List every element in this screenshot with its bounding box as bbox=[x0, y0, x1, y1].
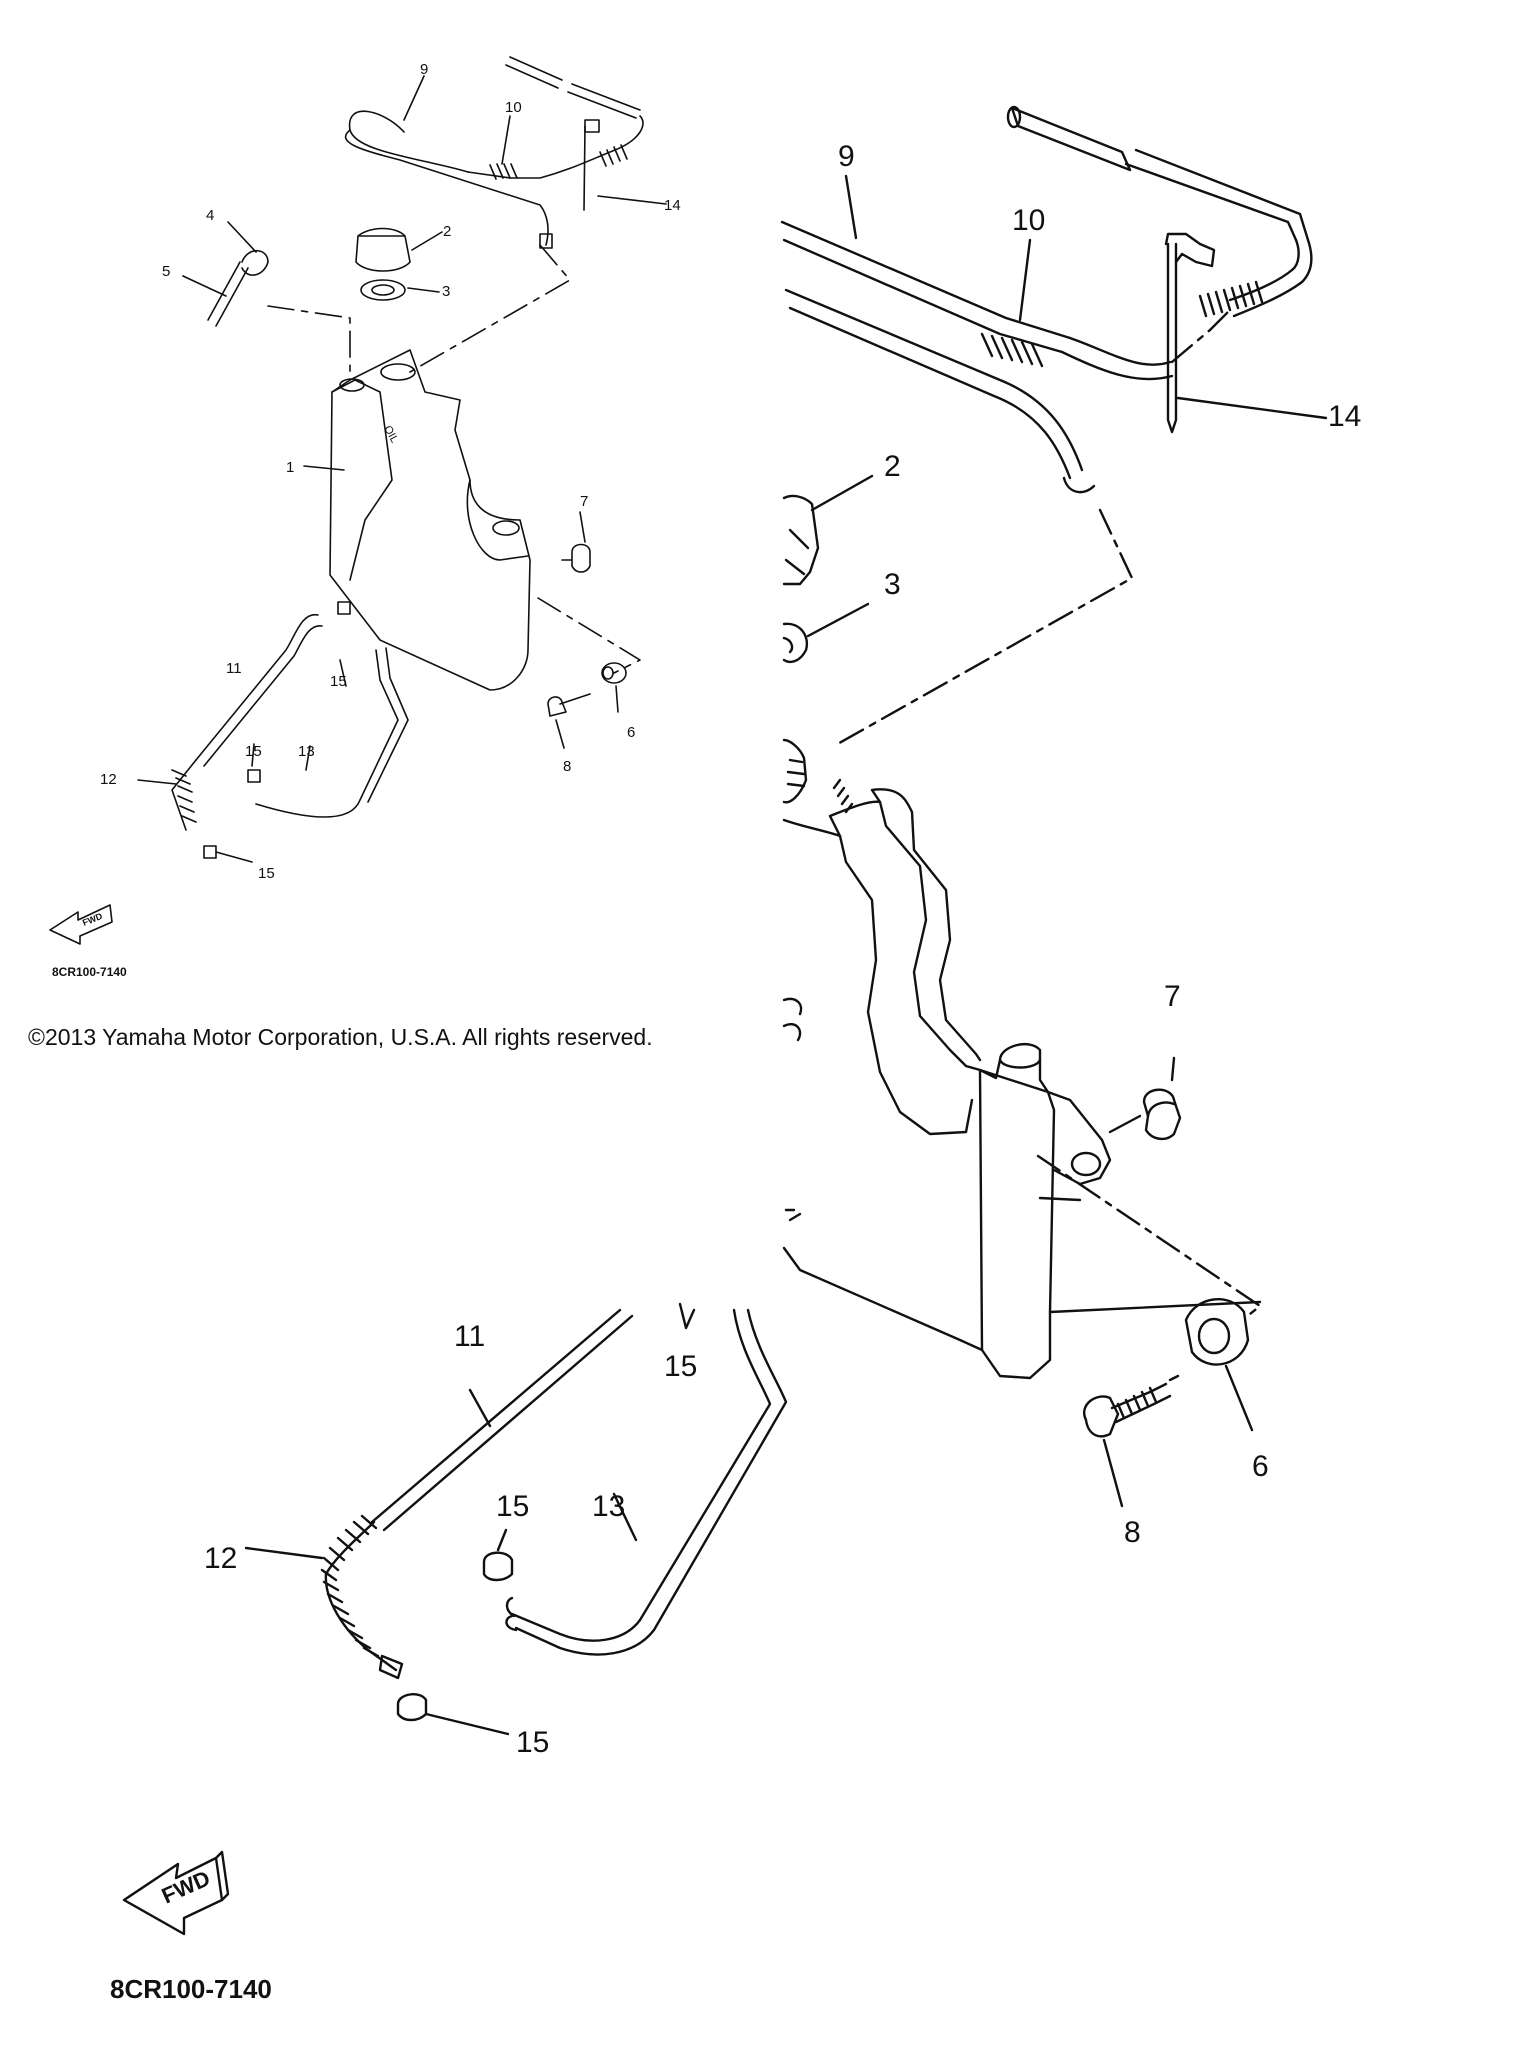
callout-12-small: 12 bbox=[100, 771, 117, 788]
callout-7-small: 7 bbox=[580, 493, 588, 510]
callout-15b-small: 15 bbox=[245, 743, 262, 760]
callout-3-small: 3 bbox=[442, 283, 450, 300]
tank-1-small bbox=[329, 349, 531, 691]
hose-13 bbox=[510, 1308, 772, 1642]
hose-10-right bbox=[1228, 238, 1313, 318]
clamp-15-c bbox=[678, 1302, 696, 1330]
diagram-code-small: 8CR100-7140 bbox=[52, 965, 127, 979]
tank-1 bbox=[782, 788, 982, 1062]
svg-text:FWD: FWD bbox=[81, 911, 104, 928]
callout-6-small: 6 bbox=[627, 724, 635, 741]
bolt-8 bbox=[1083, 1395, 1120, 1438]
clamp-15-b bbox=[396, 1693, 428, 1722]
callout-5-small: 5 bbox=[162, 263, 170, 280]
hose-9-small-lower bbox=[344, 129, 549, 246]
callout-10: 10 bbox=[1012, 204, 1045, 237]
plug-4-small bbox=[241, 249, 269, 276]
copyright-notice: ©2013 Yamaha Motor Corporation, U.S.A. A… bbox=[28, 1024, 653, 1050]
hose-11 bbox=[370, 1308, 634, 1532]
grommet-6 bbox=[1184, 1298, 1250, 1366]
clamp-15-small-c bbox=[337, 601, 351, 615]
pin-5-small bbox=[207, 261, 249, 327]
cap-2 bbox=[782, 494, 820, 586]
callout-15c-small: 15 bbox=[258, 865, 275, 882]
callout-15-bottom: 15 bbox=[516, 1726, 549, 1759]
hose-end-small bbox=[539, 233, 553, 249]
tube-top-a bbox=[1010, 106, 1132, 172]
gasket-3 bbox=[782, 622, 809, 664]
callout-8: 8 bbox=[1124, 1516, 1141, 1549]
callout-11-small: 11 bbox=[226, 660, 242, 677]
spring-10-right bbox=[1198, 280, 1264, 318]
pipe-top-right bbox=[1124, 148, 1310, 242]
hose-10 bbox=[1060, 336, 1174, 381]
tube-top-b-small bbox=[567, 83, 641, 119]
spring-10-small bbox=[489, 163, 518, 180]
clamp-15-small-b bbox=[203, 845, 217, 859]
bolt-8-small bbox=[547, 693, 591, 717]
callout-13: 13 bbox=[592, 1490, 625, 1523]
overview-diagram: OIL 9 10 14 4 5 2 3 1 7 6 8 11 12 bbox=[49, 56, 681, 979]
tube-top-a-small bbox=[505, 56, 563, 89]
callout-4-small: 4 bbox=[206, 207, 214, 224]
clamp-15-small-a bbox=[247, 769, 261, 783]
spring-12-small bbox=[171, 759, 197, 831]
fwd-arrow: FWD bbox=[122, 1850, 230, 1936]
detail-diagram: 9 10 14 2 3 7 6 8 11 15 12 15 13 15 FWD … bbox=[110, 105, 1361, 2004]
pin-14 bbox=[1166, 242, 1178, 434]
spring-12 bbox=[324, 1520, 398, 1672]
callout-15-top: 15 bbox=[664, 1350, 697, 1383]
spring-10 bbox=[980, 332, 1044, 368]
gasket-3-small bbox=[360, 279, 406, 301]
hose-11-small bbox=[195, 614, 323, 767]
callout-1-small: 1 bbox=[286, 459, 294, 476]
cap-2-small bbox=[355, 227, 411, 272]
clamp-15-a bbox=[482, 1551, 514, 1582]
callout-15-mid: 15 bbox=[496, 1490, 529, 1523]
callout-8-small: 8 bbox=[563, 758, 571, 775]
hose-13-small bbox=[255, 649, 399, 818]
hose-9 bbox=[780, 220, 1072, 354]
bolt-7-small bbox=[561, 543, 591, 573]
callout-13-small: 13 bbox=[298, 743, 315, 760]
spring-10b-small bbox=[599, 144, 628, 167]
diagram-code: 8CR100-7140 bbox=[110, 1974, 272, 2004]
tank-mark-oil-small: OIL bbox=[381, 424, 400, 445]
callout-9-small: 9 bbox=[420, 61, 428, 78]
pin-14-small bbox=[583, 125, 586, 211]
callout-2-small: 2 bbox=[443, 223, 451, 240]
callout-15a-small: 15 bbox=[330, 673, 347, 690]
callout-7: 7 bbox=[1164, 980, 1181, 1013]
fwd-arrow-small: FWD bbox=[49, 904, 113, 945]
callout-2: 2 bbox=[884, 450, 901, 483]
callout-14: 14 bbox=[1328, 400, 1361, 433]
bolt-7 bbox=[1142, 1088, 1182, 1141]
callout-14-small: 14 bbox=[664, 197, 681, 214]
callout-6: 6 bbox=[1252, 1450, 1269, 1483]
filler-neck bbox=[782, 738, 808, 804]
clip-14 bbox=[1164, 232, 1216, 268]
callout-10-small: 10 bbox=[505, 99, 522, 116]
hose-9-lower bbox=[784, 288, 1084, 480]
callout-12: 12 bbox=[204, 1542, 237, 1575]
callout-3: 3 bbox=[884, 568, 901, 601]
callout-9: 9 bbox=[838, 140, 855, 173]
grommet-6-small bbox=[601, 662, 627, 684]
callout-11: 11 bbox=[454, 1320, 485, 1353]
hose-10-small bbox=[467, 115, 644, 179]
clip-small bbox=[584, 119, 600, 133]
